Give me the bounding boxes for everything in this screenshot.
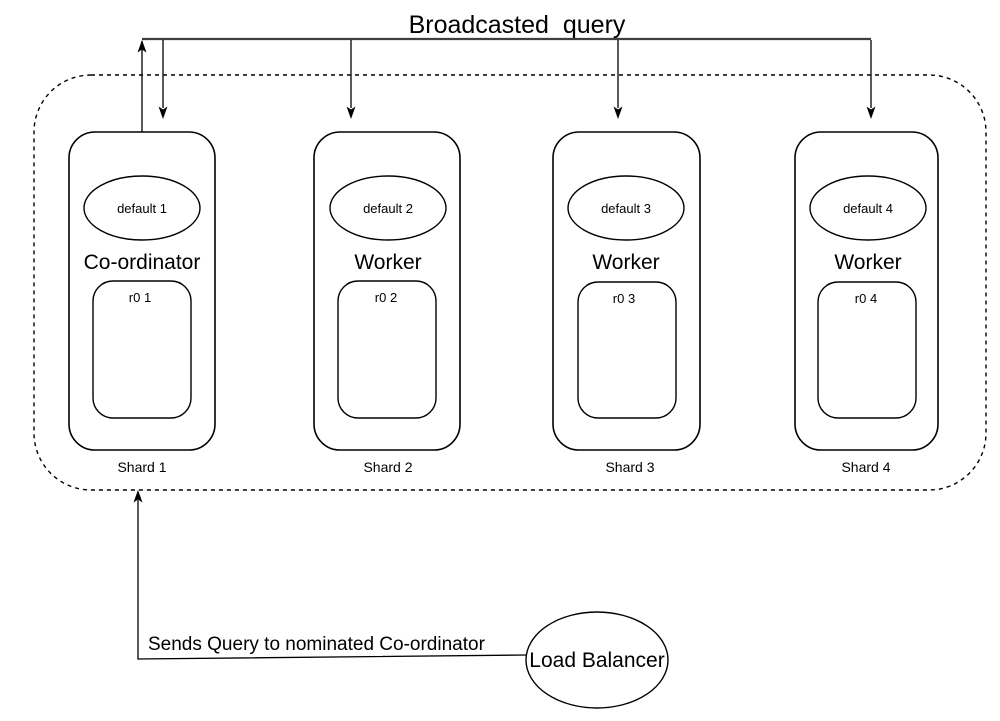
shard-3-replica-label: r0 3 xyxy=(613,291,635,306)
shard-4-replica-box xyxy=(817,281,917,419)
diagram-title: Broadcasted query xyxy=(409,11,626,39)
shard-1-role-label: Co-ordinator xyxy=(84,251,201,274)
shard-2-database-ellipse xyxy=(329,175,447,241)
shard-2-group: default 2 Worker r0 2 Shard 2 xyxy=(313,131,461,475)
arrowhead-down-shard-1 xyxy=(158,106,168,119)
arrow-loadbalancer-to-coordinator: Sends Query to nominated Co-ordinator xyxy=(133,490,527,660)
shard-4-replica-label: r0 4 xyxy=(855,291,877,306)
arrowhead-down-shard-2 xyxy=(346,106,356,119)
shard-3-database-label: default 3 xyxy=(601,201,651,216)
shard-4-role-label: Worker xyxy=(834,251,901,274)
arrow-coordinator-to-bus xyxy=(137,40,147,132)
shard-3-role-label: Worker xyxy=(592,251,659,274)
shard-2-replica-label: r0 2 xyxy=(375,290,397,305)
load-balancer-label: Load Balancer xyxy=(529,649,664,672)
arrowhead-down-shard-3 xyxy=(613,106,623,119)
shard-4-name: Shard 4 xyxy=(841,459,890,475)
arrow-bus-to-shard-1 xyxy=(158,40,168,119)
arrow-bus-to-shard-3 xyxy=(613,40,623,119)
shard-1-box xyxy=(68,131,216,451)
shard-4-database-ellipse xyxy=(809,175,927,241)
shard-1-group: default 1 Co-ordinator r0 1 Shard 1 xyxy=(68,131,216,475)
shard-1-name: Shard 1 xyxy=(117,459,166,475)
load-balancer-group: Load Balancer xyxy=(525,611,669,709)
shard-4-group: default 4 Worker r0 4 Shard 4 xyxy=(794,131,939,475)
shard-3-box xyxy=(552,131,701,451)
arrowhead-up-coordinator xyxy=(137,40,147,53)
shard-4-box xyxy=(794,131,939,451)
shard-2-replica-box xyxy=(337,280,437,419)
shard-2-database-label: default 2 xyxy=(363,201,413,216)
arrowhead-down-shard-4 xyxy=(866,106,876,119)
shard-1-replica-label: r0 1 xyxy=(129,290,151,305)
shard-1-database-ellipse xyxy=(83,175,201,241)
shard-3-name: Shard 3 xyxy=(605,459,654,475)
arrowhead-up-cluster xyxy=(133,490,143,503)
arrow-bus-to-shard-2 xyxy=(346,40,356,119)
query-arrow-label: Sends Query to nominated Co-ordinator xyxy=(148,634,486,655)
shard-2-name: Shard 2 xyxy=(363,459,412,475)
cluster-boundary xyxy=(33,74,987,491)
shard-1-database-label: default 1 xyxy=(117,201,167,216)
shard-2-box xyxy=(313,131,461,451)
shard-2-role-label: Worker xyxy=(354,251,421,274)
shard-3-group: default 3 Worker r0 3 Shard 3 xyxy=(552,131,701,475)
shard-4-database-label: default 4 xyxy=(843,201,893,216)
load-balancer-ellipse xyxy=(525,611,669,709)
shard-3-replica-box xyxy=(577,281,677,419)
shard-3-database-ellipse xyxy=(567,175,685,241)
shard-1-replica-box xyxy=(92,280,192,419)
arrow-bus-to-shard-4 xyxy=(866,40,876,119)
